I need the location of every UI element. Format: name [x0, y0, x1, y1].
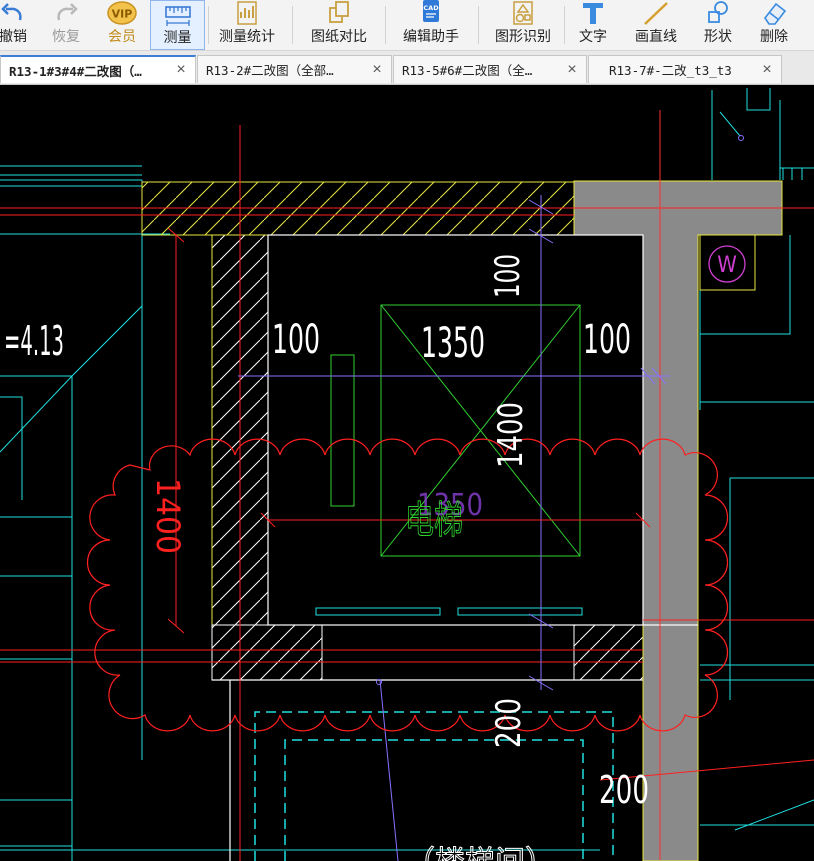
measure-stats-label: 测量统计 — [219, 29, 275, 45]
cad-drawing: W =4.13 100 1350 100 100 1400 200 200 14… — [0, 88, 814, 861]
ruler-icon — [164, 6, 191, 26]
measure-stats-button[interactable]: 测量统计 — [212, 0, 282, 50]
close-icon[interactable]: × — [176, 61, 186, 78]
vip-crown-icon: VIP — [107, 1, 137, 25]
redo-button[interactable]: 恢复 — [40, 0, 92, 50]
dashed-outline — [254, 711, 614, 861]
delete-label: 删除 — [760, 29, 788, 45]
shape-button[interactable]: 形状 — [692, 0, 744, 50]
drawing-tab-bar: R13-1#3#4#二改图（… × R13-2#二改图（全部… × R13-5#… — [0, 51, 814, 85]
delete-button[interactable]: 删除 — [748, 0, 800, 50]
dim-left-100: 100 — [272, 317, 320, 363]
dim-1400-vertical-left: 1400 — [149, 478, 187, 554]
text-label: 文字 — [579, 29, 607, 45]
undo-button[interactable]: 撤销 — [0, 0, 40, 50]
column-tag-circle — [708, 245, 746, 283]
text-t-icon — [583, 3, 603, 24]
cad-badge-text: CAD — [423, 4, 439, 12]
tab-label: R13-2#二改图（全部… — [206, 63, 334, 78]
elevator-doors — [315, 607, 583, 616]
eraser-icon — [764, 2, 787, 25]
shaft-outline — [212, 234, 698, 861]
edit-helper-button[interactable]: CAD 编辑助手 — [395, 0, 467, 50]
revision-cloud — [86, 438, 729, 732]
column-tag-text: W — [717, 253, 737, 278]
column-tag-box — [699, 234, 756, 291]
shape-icon — [708, 1, 728, 23]
measure-label: 测量 — [163, 30, 192, 46]
dim-top-100-vertical: 100 — [488, 254, 528, 298]
undo-label: 撤销 — [0, 29, 27, 45]
close-icon[interactable]: × — [372, 60, 382, 78]
tab-label: R13-5#6#二改图（全… — [402, 63, 533, 78]
red-axis-lines — [0, 110, 814, 861]
undo-icon — [1, 3, 22, 21]
close-icon[interactable]: × — [567, 60, 577, 78]
bottom-room-label: （楼梯间） — [405, 845, 555, 861]
toolbar-separator — [385, 6, 386, 44]
tab-r13-5[interactable]: R13-5#6#二改图（全… × — [393, 55, 587, 83]
vip-label: 会员 — [108, 29, 136, 45]
red-dimension-lines — [167, 227, 651, 634]
bottom-right-wall-hatch — [573, 624, 645, 681]
draw-line-button[interactable]: 画直线 — [625, 0, 687, 50]
dim-1400-vertical-inner: 1400 — [491, 402, 531, 468]
toolbar-separator — [478, 6, 479, 44]
toolbar-separator — [564, 6, 565, 44]
measure-stats-icon — [237, 1, 257, 25]
main-toolbar: 撤销 恢复 VIP 会员 测量 测量统计 图纸对比 CAD 编辑助手 图形识别 … — [0, 0, 814, 51]
draw-line-label: 画直线 — [635, 29, 677, 45]
dim-1350-under-label: 1350 — [417, 488, 483, 523]
top-right-detail — [719, 88, 771, 137]
compare-button[interactable]: 图纸对比 — [303, 0, 375, 50]
dim-200-vertical-bottom: 200 — [489, 698, 529, 748]
redo-icon — [57, 3, 78, 21]
compare-icon — [329, 1, 349, 23]
tab-r13-7[interactable]: R13-7#-二改_t3_t3 × — [588, 55, 782, 83]
line-icon — [644, 2, 668, 25]
bottom-wall-hatch — [211, 624, 323, 681]
shape-recognition-button[interactable]: 图形识别 — [487, 0, 559, 50]
cad-helper-icon: CAD — [423, 0, 439, 22]
shape-recognition-icon — [513, 1, 533, 25]
redo-label: 恢复 — [52, 29, 80, 45]
annotations: =4.13 100 1350 100 100 1400 200 200 — [4, 254, 649, 812]
shape-recognition-label: 图形识别 — [495, 29, 551, 45]
vip-button[interactable]: VIP 会员 — [96, 0, 148, 50]
top-right-point — [738, 135, 744, 141]
concrete-wall — [573, 180, 783, 861]
elevator-car — [330, 304, 581, 557]
shape-label: 形状 — [704, 29, 732, 45]
tab-label: R13-1#3#4#二改图（… — [9, 63, 142, 79]
vip-badge-text: VIP — [112, 8, 133, 21]
tab-r13-2[interactable]: R13-2#二改图（全部… × — [197, 55, 392, 83]
edit-helper-label: 编辑助手 — [403, 29, 459, 45]
insertion-point — [376, 679, 382, 685]
cad-drawing-canvas[interactable]: W =4.13 100 1350 100 100 1400 200 200 14… — [0, 85, 814, 861]
close-icon[interactable]: × — [762, 60, 772, 78]
level-text: =4.13 — [4, 317, 64, 365]
elevator-label: 电梯 — [405, 498, 463, 542]
toolbar-separator — [292, 6, 293, 44]
dim-center-1350: 1350 — [421, 318, 485, 367]
compare-label: 图纸对比 — [311, 29, 367, 45]
dim-200-bottom: 200 — [599, 768, 649, 812]
text-button[interactable]: 文字 — [568, 0, 618, 50]
tab-r13-1[interactable]: R13-1#3#4#二改图（… × — [0, 55, 196, 83]
measure-button[interactable]: 测量 — [150, 0, 205, 50]
toolbar-separator — [208, 6, 209, 44]
tab-label: R13-7#-二改_t3_t3 — [609, 63, 732, 78]
dim-right-100: 100 — [583, 317, 631, 363]
